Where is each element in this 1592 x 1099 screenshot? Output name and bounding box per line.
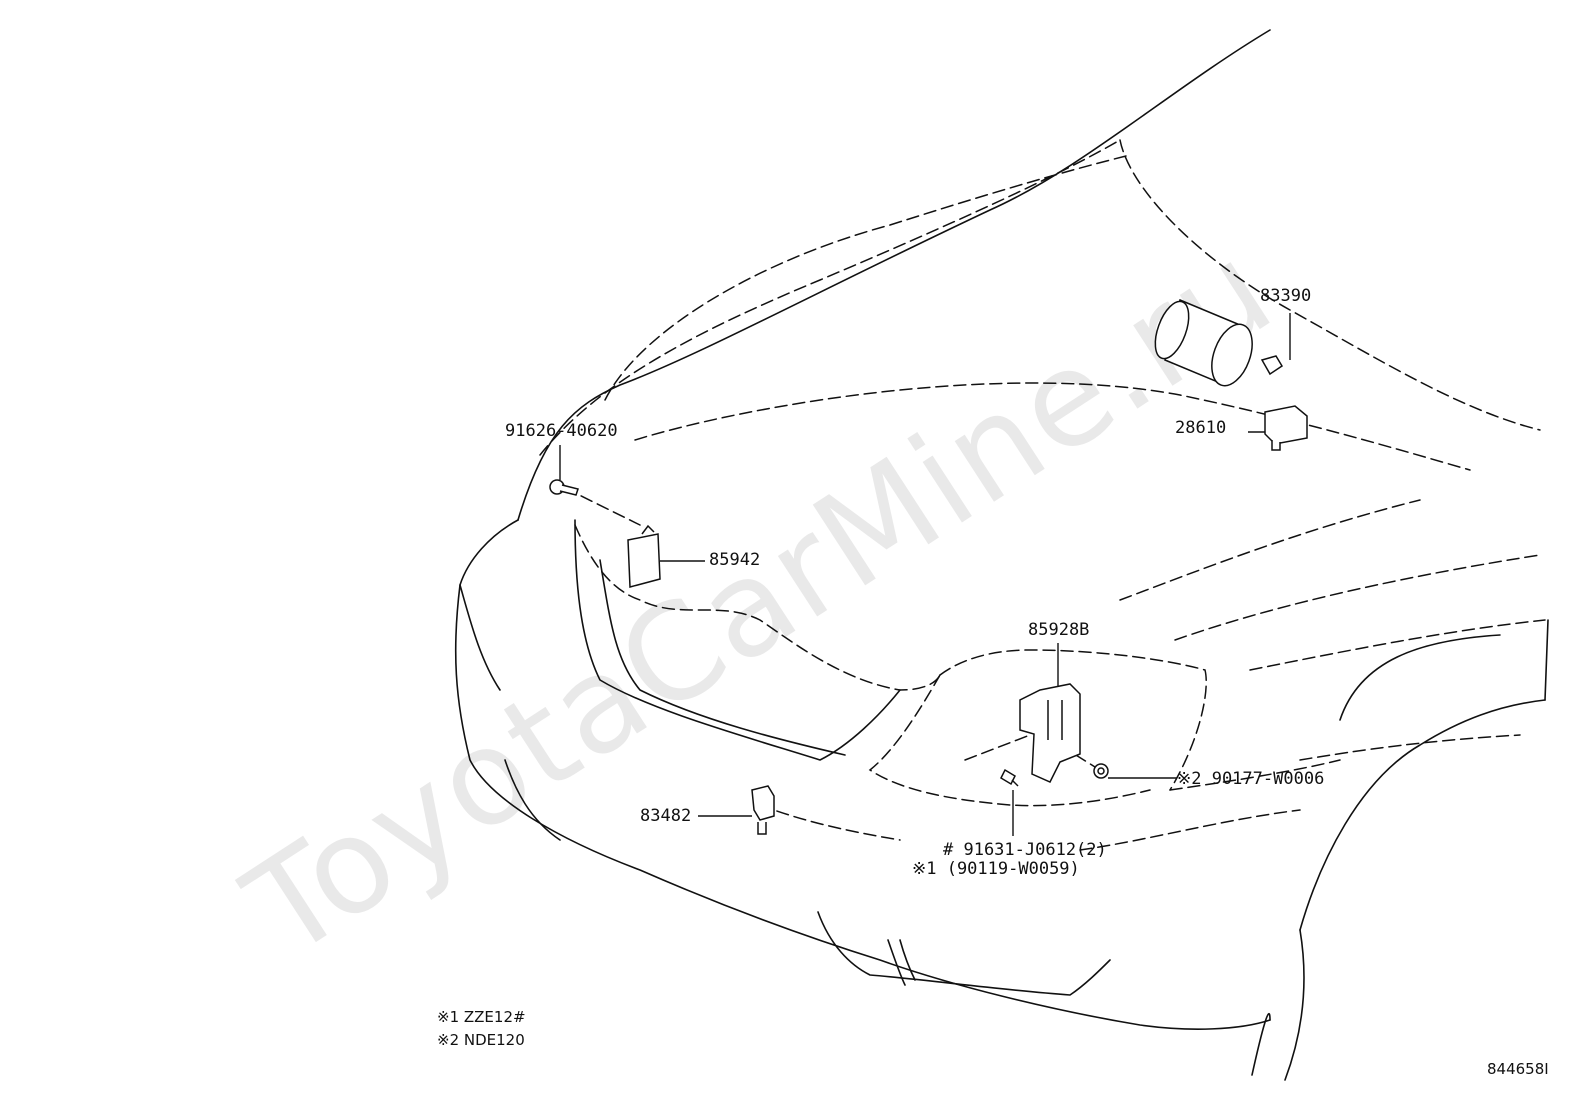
- part-label-90119: ※1 (90119-W0059): [912, 859, 1080, 879]
- canister-83390: [1154, 298, 1284, 387]
- bracket-85928b: [1019, 683, 1081, 783]
- part-label-85942: 85942: [709, 550, 761, 570]
- relay-28610: [1264, 405, 1308, 451]
- fog-light: [817, 911, 1111, 996]
- sensor-83482: [751, 785, 775, 835]
- part-label-83482: 83482: [640, 806, 692, 826]
- headlight-outline: [939, 649, 1207, 791]
- screw-91631: [1000, 768, 1019, 787]
- module-85942: [627, 524, 661, 588]
- note-2: ※2 NDE120: [437, 1031, 525, 1049]
- part-label-90177: ※2 90177-W0006: [1177, 769, 1325, 789]
- bumper-outline: [454, 519, 1271, 1030]
- fender: [1299, 699, 1546, 931]
- note-1: ※1 ZZE12#: [437, 1008, 526, 1026]
- part-label-91626: 91626-40620: [505, 421, 618, 441]
- diagram-id: 844658I: [1487, 1060, 1549, 1078]
- part-label-28610: 28610: [1175, 418, 1227, 438]
- part-label-83390: 83390: [1260, 286, 1312, 306]
- part-label-91631: # 91631-J0612(2): [943, 840, 1107, 860]
- grille: [574, 519, 901, 761]
- hood-outline: [517, 29, 1271, 521]
- part-label-85928b: 85928B: [1028, 620, 1090, 640]
- bolt-91626: [549, 479, 579, 496]
- nut-90177: [1093, 763, 1109, 779]
